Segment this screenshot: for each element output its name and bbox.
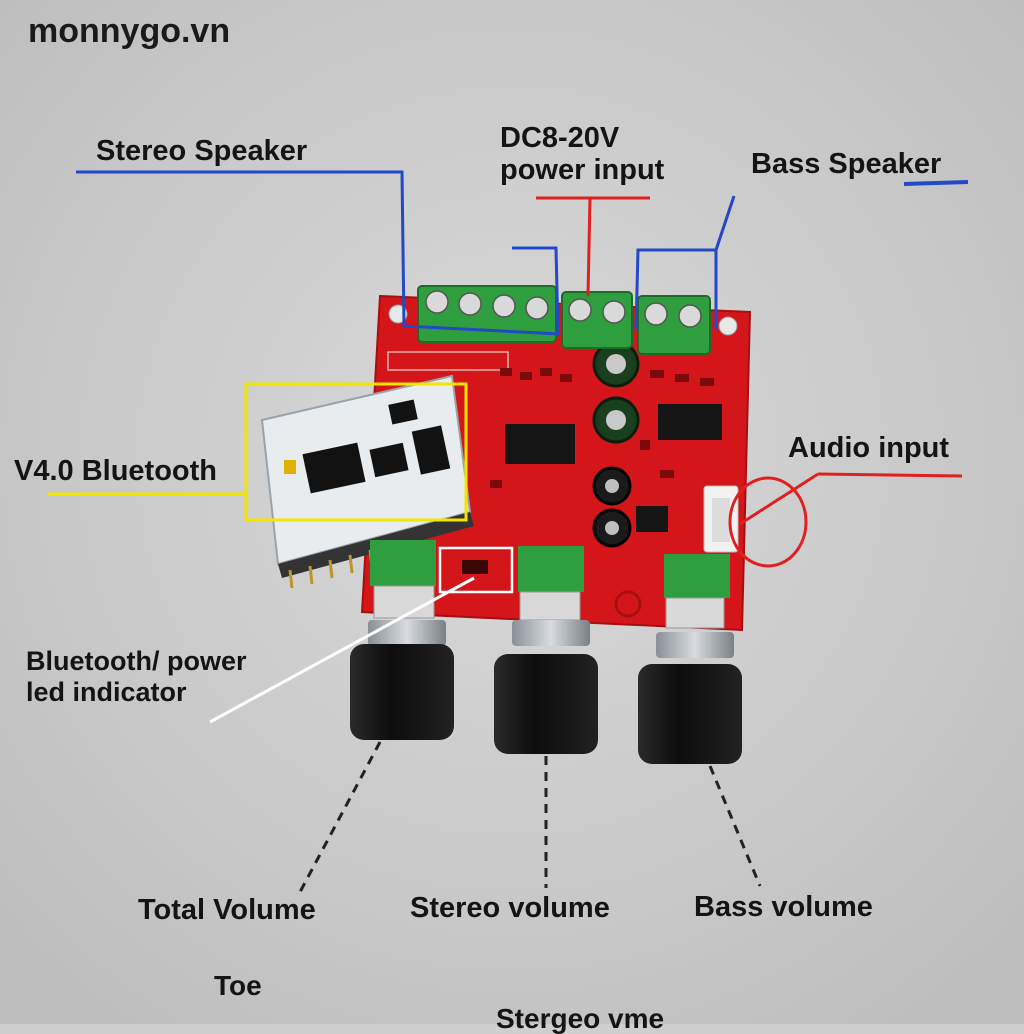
bluetooth-module	[260, 374, 474, 589]
volume-knobs	[350, 540, 742, 764]
pcb-board	[360, 294, 752, 632]
label-led-indicator: Bluetooth/ power led indicator	[26, 646, 247, 708]
label-stereo-volume: Stereo volume	[410, 892, 610, 924]
partial-caption: Toe	[214, 970, 262, 1001]
capacitors	[592, 340, 640, 548]
label-audio-input: Audio input	[788, 432, 950, 464]
screw-terminals	[417, 285, 711, 355]
label-bluetooth-module: V4.0 Bluetooth	[14, 455, 218, 487]
partial-caption-cut-off: Stergeo vme	[496, 1003, 665, 1034]
label-bass-volume: Bass volume	[694, 891, 873, 923]
label-bass-speaker: Bass Speaker	[751, 148, 942, 180]
label-power-input: DC8-20V power input	[500, 122, 665, 187]
callout-lines	[48, 170, 969, 893]
label-stereo-speaker: Stereo Speaker	[96, 135, 308, 167]
label-total-volume: Total Volume	[138, 894, 316, 926]
watermark: monnygo.vn	[28, 12, 231, 50]
